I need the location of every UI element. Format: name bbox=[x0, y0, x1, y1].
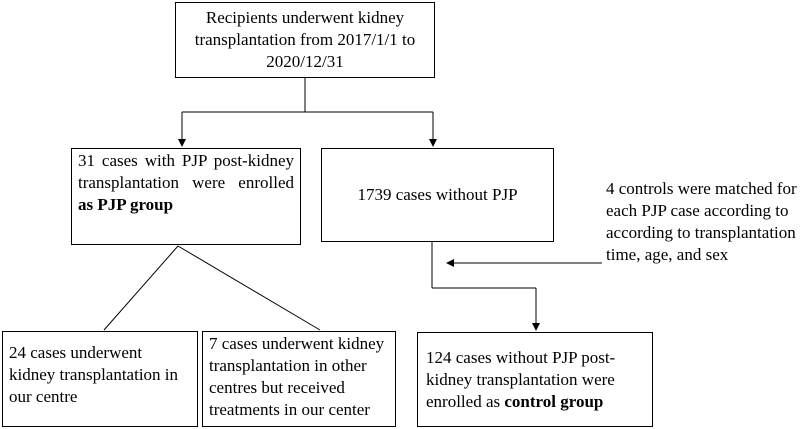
pjp-group-text: 31 cases with PJP post-kidney transplant… bbox=[78, 151, 294, 192]
without-pjp-text: 1739 cases without PJP bbox=[357, 185, 518, 204]
matching-note-text: 4 controls were matched for each PJP cas… bbox=[606, 179, 797, 264]
other-centres-text: 7 cases underwent kidney transplantation… bbox=[209, 334, 385, 419]
other-centres-box: 7 cases underwent kidney transplantation… bbox=[202, 331, 396, 427]
our-centre-text: 24 cases underwent kidney transplantatio… bbox=[9, 343, 179, 406]
pjp-group-emphasis: as PJP group bbox=[78, 195, 174, 214]
branch-to-our-centre bbox=[103, 245, 179, 331]
branch-to-other-centres bbox=[177, 245, 321, 331]
control-group-emphasis: control group bbox=[504, 392, 604, 411]
our-centre-box: 24 cases underwent kidney transplantatio… bbox=[2, 331, 198, 427]
pjp-group-box: 31 cases with PJP post-kidney transplant… bbox=[71, 148, 301, 245]
matching-note: 4 controls were matched for each PJP cas… bbox=[606, 178, 800, 266]
without-pjp-box: 1739 cases without PJP bbox=[321, 148, 554, 242]
recipients-box: Recipients underwent kidney transplantat… bbox=[175, 2, 435, 78]
control-group-text: 124 cases without PJP post-kidney transp… bbox=[426, 348, 616, 411]
recipients-text: Recipients underwent kidney transplantat… bbox=[194, 8, 416, 71]
control-group-box: 124 cases without PJP post-kidney transp… bbox=[417, 332, 653, 427]
